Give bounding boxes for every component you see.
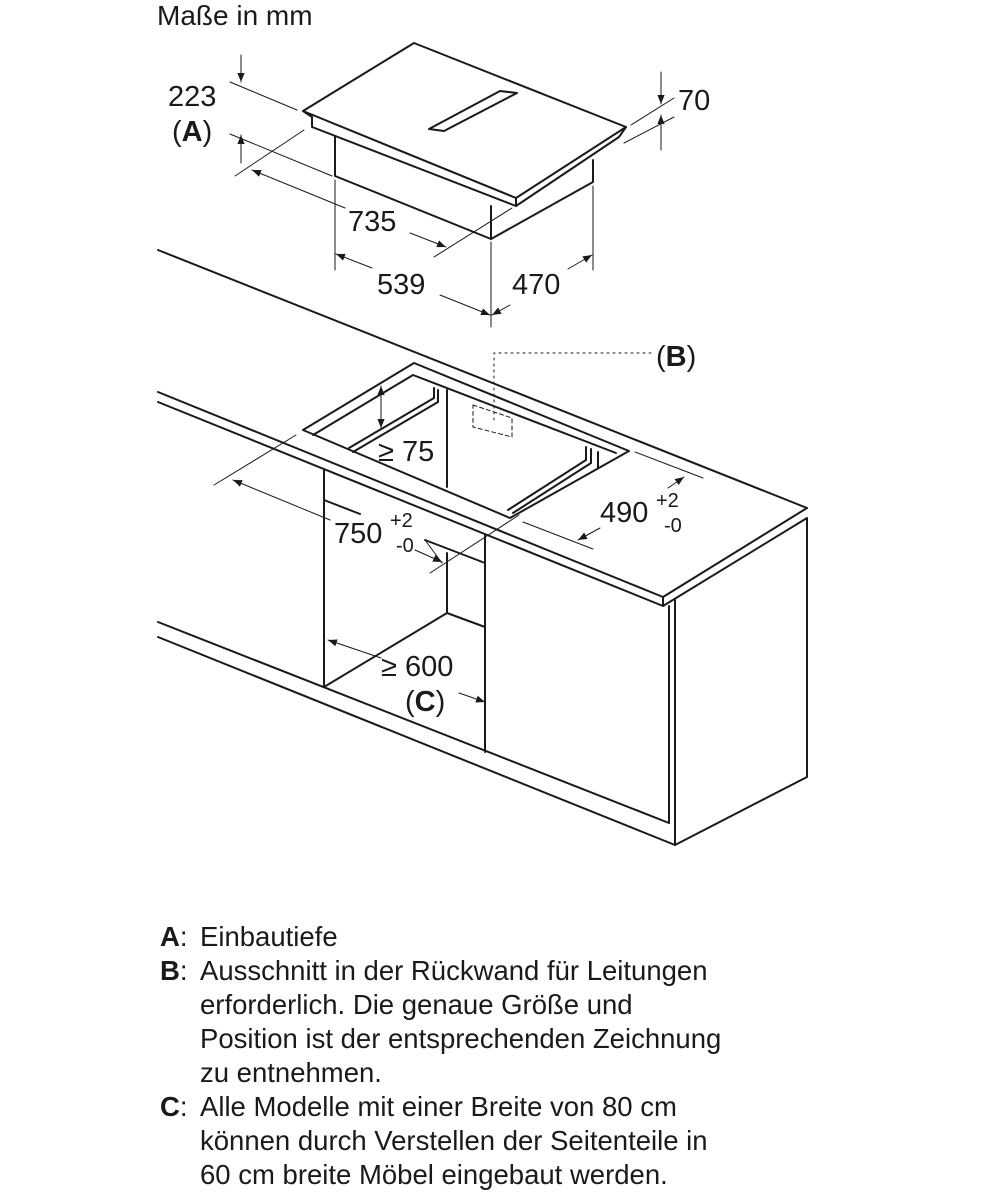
legend-text: Alle Modelle mit einer Breite von 80 cm <box>200 1091 677 1122</box>
legend-text: 60 cm breite Möbel eingebaut werden. <box>200 1159 668 1190</box>
legend: A: Einbautiefe B: Ausschnitt in der Rück… <box>160 920 721 1192</box>
leader-line-b <box>493 352 653 421</box>
legend-item-b: B: Ausschnitt in der Rückwand für Leitun… <box>160 955 722 1088</box>
cutout-width-tol-plus: +2 <box>390 510 413 532</box>
legend-text: zu entnehmen. <box>200 1057 382 1088</box>
height-ref-label: (A) <box>172 116 212 148</box>
cutout-depth-tol-plus: +2 <box>656 490 679 512</box>
cabinet-width-label: ≥ 600 <box>381 651 453 683</box>
cutout-width-tol-minus: -0 <box>396 535 414 557</box>
countertop-cabinet <box>157 249 808 846</box>
backwall-ref-label: (B) <box>656 341 696 373</box>
cutout-dimension-lines <box>213 385 704 703</box>
cutout-depth-label: 490 <box>600 497 648 529</box>
countertop-cutout <box>302 362 630 519</box>
height-label: 223 <box>168 81 216 113</box>
units-title: Maße in mm <box>157 0 313 31</box>
installation-diagram: 223 (A) 735 539 470 70 (B) <box>157 42 808 846</box>
min-depth-label: ≥ 75 <box>378 436 434 468</box>
legend-text: können durch Verstellen der Seitenteile … <box>200 1125 708 1156</box>
body-width-label: 539 <box>377 269 425 301</box>
cooktop-appliance <box>302 42 627 240</box>
cutout-width-label: 750 <box>334 518 382 550</box>
appliance-dimension-lines <box>229 54 675 328</box>
cutout-depth-tol-minus: -0 <box>664 515 682 537</box>
width-label: 735 <box>348 206 396 238</box>
legend-item-a: A: Einbautiefe <box>160 921 338 952</box>
plate-thickness-label: 70 <box>678 85 710 117</box>
legend-text: Einbautiefe <box>200 921 338 952</box>
cabinet-ref-label: (C) <box>405 686 445 718</box>
legend-text: Position ist der entsprechenden Zeichnun… <box>200 1023 722 1054</box>
depth-label: 470 <box>512 269 560 301</box>
legend-text: erforderlich. Die genaue Größe und <box>200 989 633 1020</box>
extractor-vent <box>428 90 518 132</box>
legend-text: Ausschnitt in der Rückwand für Leitungen <box>200 955 708 986</box>
backwall-cutout <box>472 404 513 438</box>
legend-item-c: C: Alle Modelle mit einer Breite von 80 … <box>160 1091 708 1190</box>
